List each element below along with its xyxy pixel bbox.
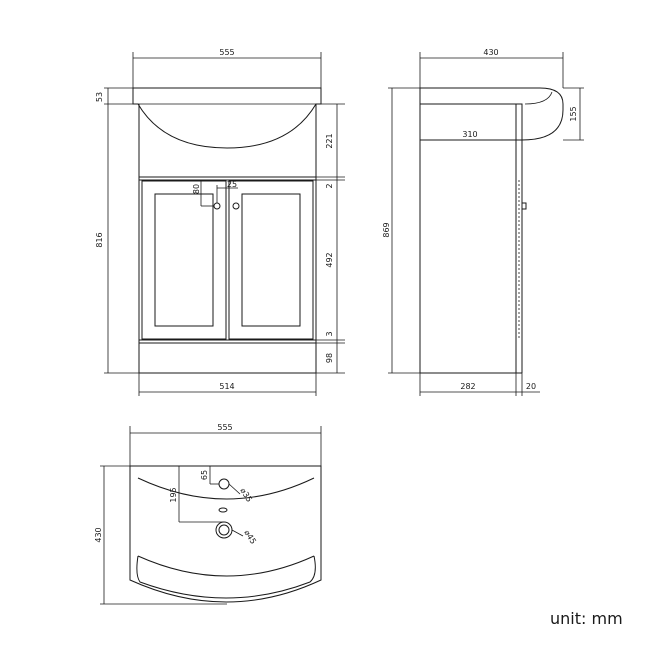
dim-plan-depth: 430 bbox=[94, 527, 103, 542]
plan-basin-outline bbox=[129, 465, 322, 603]
left-handle-knob bbox=[213, 202, 221, 210]
side-handle bbox=[521, 202, 527, 210]
front-basin-outline bbox=[132, 87, 322, 149]
dim-basin-lip: 53 bbox=[95, 92, 104, 102]
dim-door-height: 492 bbox=[325, 252, 334, 267]
waste-inner bbox=[218, 524, 230, 536]
dim-cabinet-depth-bottom: 282 bbox=[460, 382, 475, 391]
dim-waste-offset: 195 bbox=[169, 487, 178, 502]
dim-waste-hole: ⌀45 bbox=[242, 528, 258, 545]
left-door-panel bbox=[154, 193, 214, 327]
dim-front-bottom-width: 514 bbox=[219, 382, 234, 391]
dim-gap-top: 2 bbox=[325, 183, 334, 188]
dim-cabinet-depth-top: 310 bbox=[462, 130, 477, 139]
dim-tap-hole: ⌀35 bbox=[238, 486, 254, 503]
waste-outer bbox=[215, 521, 233, 539]
dim-front-total-height: 816 bbox=[95, 232, 104, 247]
dim-basin-height: 155 bbox=[569, 106, 578, 121]
front-view: 80 25 555 53 816 221 2 492 3 98 514 bbox=[95, 48, 345, 396]
dim-handle-horizontal: 25 bbox=[227, 180, 237, 189]
dim-plinth: 98 bbox=[325, 353, 334, 363]
right-handle-knob bbox=[232, 202, 240, 210]
overflow-slot bbox=[218, 507, 228, 513]
dim-door-thickness: 20 bbox=[526, 382, 536, 391]
side-basin-outline bbox=[419, 87, 564, 141]
dim-front-top-width: 555 bbox=[219, 48, 234, 57]
dim-tap-offset: 65 bbox=[200, 470, 209, 480]
dim-side-total-height: 869 bbox=[382, 222, 391, 237]
dim-handle-vertical: 80 bbox=[192, 184, 201, 194]
plan-inner-curve-bottom bbox=[137, 555, 315, 577]
tap-hole bbox=[218, 478, 230, 490]
unit-label: unit: mm bbox=[550, 609, 623, 628]
plan-inner-curve-top bbox=[137, 477, 315, 500]
right-door-panel bbox=[241, 193, 301, 327]
left-door bbox=[141, 180, 227, 340]
dim-plan-width: 555 bbox=[217, 423, 232, 432]
plan-view: 555 430 65 ⌀35 195 ⌀45 bbox=[94, 423, 322, 605]
front-cabinet-body bbox=[138, 104, 317, 374]
dim-gap-bottom: 3 bbox=[325, 331, 334, 336]
dim-side-top-depth: 430 bbox=[483, 48, 498, 57]
dim-top-panel: 221 bbox=[325, 133, 334, 148]
side-view: 430 155 310 869 282 20 bbox=[382, 48, 584, 396]
right-door bbox=[228, 180, 314, 340]
